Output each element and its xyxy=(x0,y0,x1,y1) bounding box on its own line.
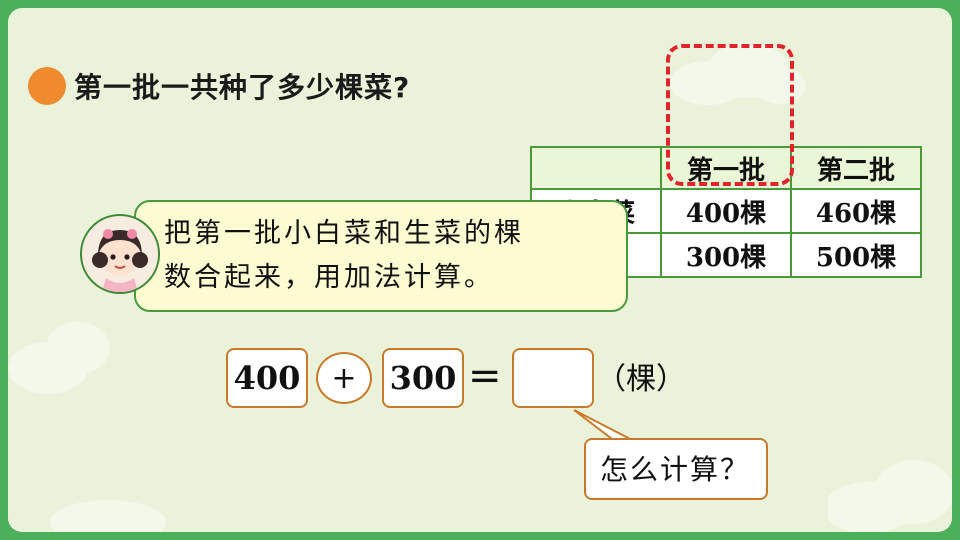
cloud-decoration-top xyxy=(670,42,806,105)
answer-box[interactable] xyxy=(512,348,594,408)
table-cell: 300棵 xyxy=(660,232,792,278)
table-cell: 460棵 xyxy=(790,188,922,234)
table-header-cell: 第二批 xyxy=(790,146,922,190)
equals-sign: = xyxy=(468,353,502,399)
question-row: 第一批一共种了多少棵菜? xyxy=(28,66,410,106)
plus-operator: + xyxy=(316,352,372,404)
orange-bullet-icon xyxy=(28,67,66,105)
speech-line-1: 把第一批小白菜和生菜的棵 xyxy=(164,218,524,249)
unit-label: （棵） xyxy=(596,362,686,397)
addend-1-box: 400 xyxy=(226,348,308,408)
speech-bubble: 把第一批小白菜和生菜的棵 数合起来，用加法计算。 xyxy=(134,200,628,312)
table-header-cell xyxy=(530,146,662,190)
girl-avatar-icon xyxy=(80,214,160,294)
cloud-decoration-bottom-right xyxy=(828,460,952,532)
table-cell: 500棵 xyxy=(790,232,922,278)
highlight-dashed-box xyxy=(666,44,794,186)
question-text: 第一批一共种了多少棵菜? xyxy=(74,71,411,104)
table-cell: 400棵 xyxy=(660,188,792,234)
hint-bubble: 怎么计算？ xyxy=(584,438,768,500)
cloud-decoration-bottom-left xyxy=(50,500,166,532)
speech-text: 把第一批小白菜和生菜的棵 数合起来，用加法计算。 xyxy=(164,212,614,300)
data-table: 第一批 第二批 小白菜 400棵 460棵 生菜 300棵 500棵 xyxy=(530,146,922,278)
cloud-decoration-left xyxy=(8,322,110,394)
addend-2-box: 300 xyxy=(382,348,464,408)
hint-text: 怎么计算？ xyxy=(600,453,751,486)
speech-line-2: 数合起来，用加法计算。 xyxy=(164,262,494,293)
